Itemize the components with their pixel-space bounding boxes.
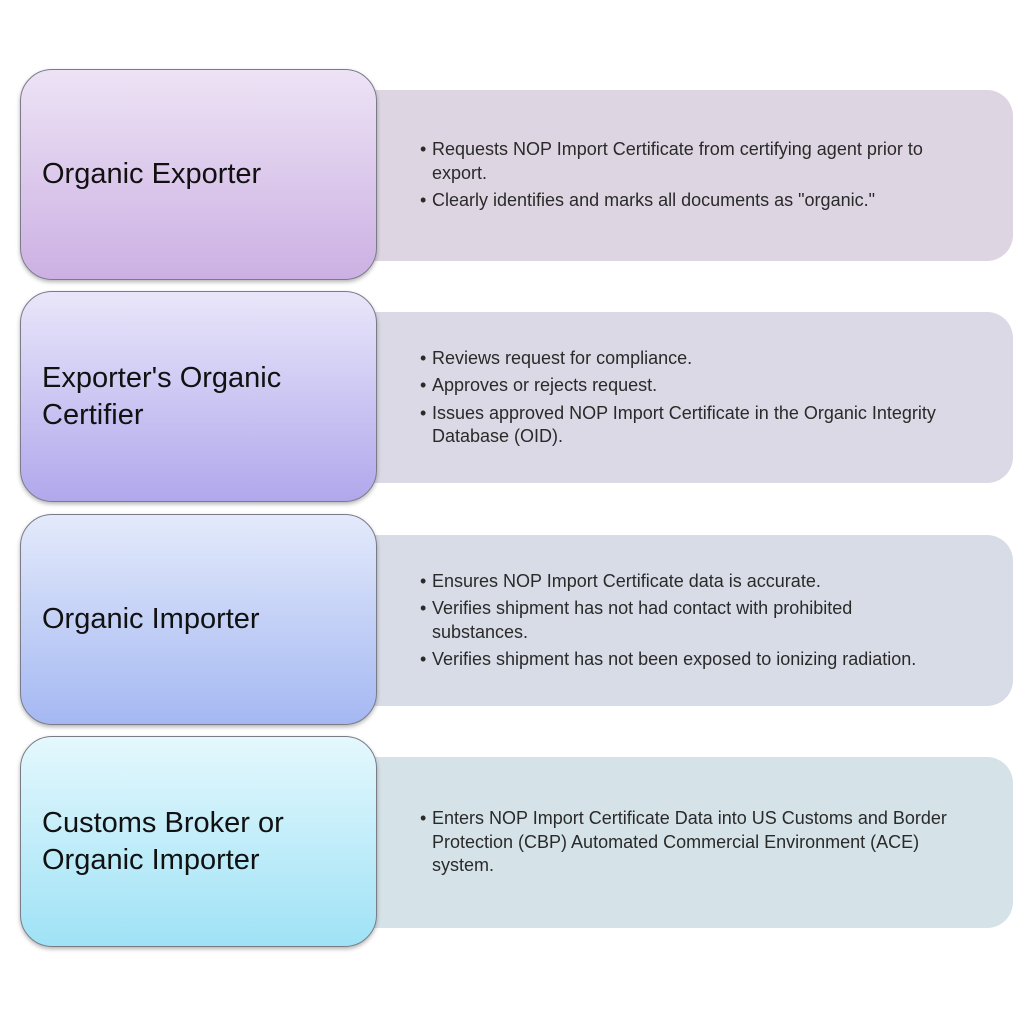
bullet-icon: • <box>420 347 427 368</box>
diagram-row: •Reviews request for compliance.•Approve… <box>0 291 1024 503</box>
detail-item: •Enters NOP Import Certificate Data into… <box>420 807 953 878</box>
bullet-icon: • <box>420 139 427 160</box>
detail-item: •Requests NOP Import Certificate from ce… <box>420 138 953 185</box>
detail-text: Approves or rejects request. <box>432 375 658 395</box>
detail-item: •Approves or rejects request. <box>420 374 953 398</box>
detail-item: •Verifies shipment has not been exposed … <box>420 648 953 672</box>
detail-panel: •Enters NOP Import Certificate Data into… <box>330 757 1013 928</box>
bullet-icon: • <box>420 808 427 829</box>
detail-list: •Requests NOP Import Certificate from ce… <box>420 90 953 261</box>
detail-item: •Verifies shipment has not had contact w… <box>420 597 953 644</box>
role-label: Organic Importer <box>42 603 260 635</box>
bullet-icon: • <box>420 598 427 618</box>
detail-text: Enters NOP Import Certificate Data into … <box>432 808 947 876</box>
detail-item: •Issues approved NOP Import Certificate … <box>420 402 953 449</box>
detail-list: •Enters NOP Import Certificate Data into… <box>420 757 953 928</box>
diagram-row: •Ensures NOP Import Certificate data is … <box>0 514 1024 726</box>
bullet-icon: • <box>420 649 427 669</box>
detail-panel: •Reviews request for compliance.•Approve… <box>330 312 1013 483</box>
bullet-icon: • <box>420 375 427 395</box>
detail-text: Verifies shipment has not had contact wi… <box>432 598 853 642</box>
bullet-icon: • <box>420 190 427 211</box>
detail-list: •Ensures NOP Import Certificate data is … <box>420 535 953 706</box>
diagram-row: •Enters NOP Import Certificate Data into… <box>0 736 1024 948</box>
diagram-row: •Requests NOP Import Certificate from ce… <box>0 69 1024 281</box>
detail-text: Issues approved NOP Import Certificate i… <box>432 402 936 447</box>
bullet-icon: • <box>420 402 427 423</box>
detail-list: •Reviews request for compliance.•Approve… <box>420 312 953 483</box>
bullet-icon: • <box>420 570 427 591</box>
detail-item: •Reviews request for compliance. <box>420 347 953 371</box>
role-label: Organic Exporter <box>42 158 262 190</box>
role-label: Exporter's Organic Certifier <box>42 361 282 431</box>
role-box: Customs Broker or Organic Importer <box>20 736 377 947</box>
detail-panel: •Requests NOP Import Certificate from ce… <box>330 90 1013 261</box>
detail-text: Verifies shipment has not been exposed t… <box>432 649 917 669</box>
role-label: Customs Broker or Organic Importer <box>42 806 284 876</box>
detail-item: •Clearly identifies and marks all docume… <box>420 189 953 213</box>
detail-text: Clearly identifies and marks all documen… <box>432 190 875 211</box>
detail-text: Requests NOP Import Certificate from cer… <box>432 139 923 183</box>
role-box: Organic Importer <box>20 514 377 725</box>
detail-text: Reviews request for compliance. <box>432 347 693 368</box>
role-box: Exporter's Organic Certifier <box>20 291 377 502</box>
detail-panel: •Ensures NOP Import Certificate data is … <box>330 535 1013 706</box>
role-box: Organic Exporter <box>20 69 377 280</box>
detail-text: Ensures NOP Import Certificate data is a… <box>432 570 821 591</box>
detail-item: •Ensures NOP Import Certificate data is … <box>420 570 953 594</box>
